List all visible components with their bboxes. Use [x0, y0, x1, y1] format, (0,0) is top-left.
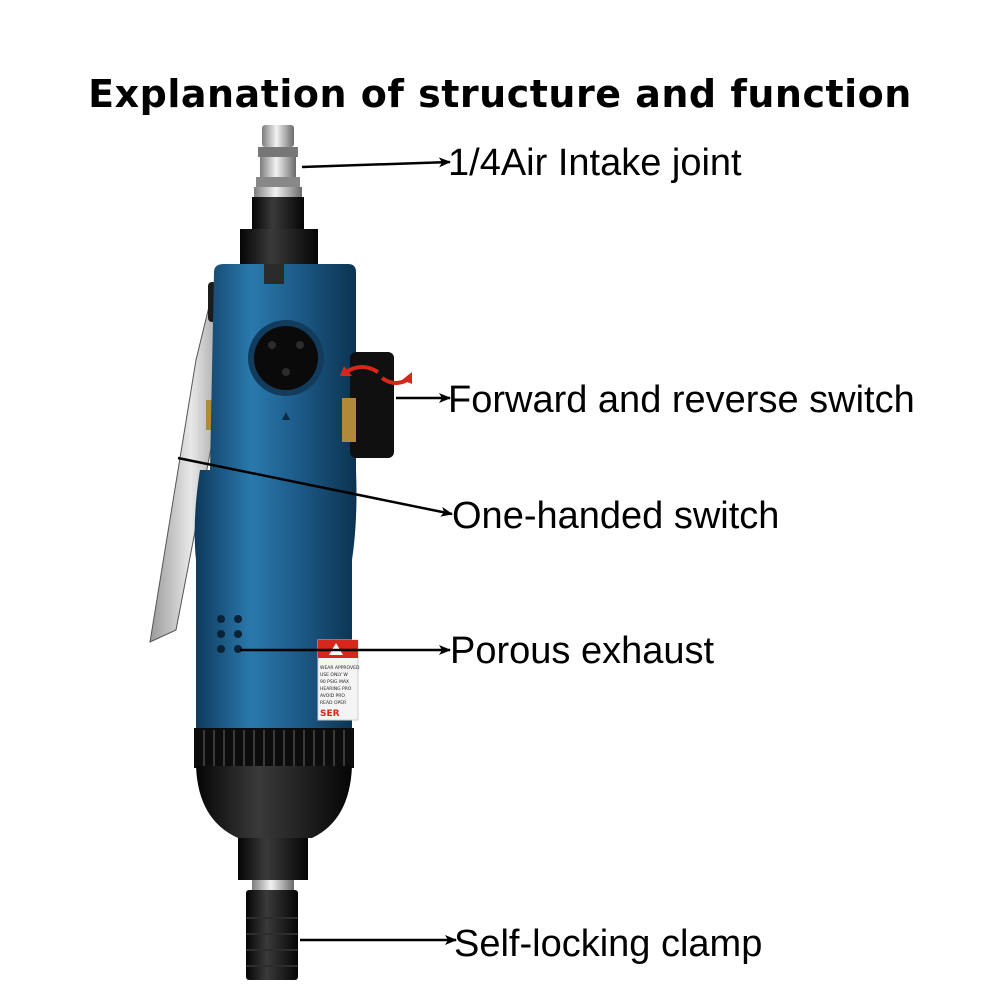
tool-body	[194, 264, 357, 730]
warning-label: WEAR APPROVED USE ONLY W 90 PSIG MAX HEA…	[317, 639, 360, 721]
label-self-locking-clamp: Self-locking clamp	[454, 923, 763, 965]
arrow-intake	[301, 157, 451, 169]
knurled-collar	[194, 728, 354, 768]
warning-line-6: READ OPER	[320, 700, 346, 706]
page-title: Explanation of structure and function	[88, 72, 912, 116]
warning-footer: SER	[320, 709, 340, 719]
label-forward-reverse-switch: Forward and reverse switch	[448, 379, 915, 421]
warning-line-2: USE ONLY W	[320, 672, 348, 678]
label-air-intake-joint: 1/4Air Intake joint	[448, 142, 742, 184]
forward-reverse-switch	[340, 352, 412, 458]
exhaust-holes	[217, 615, 242, 653]
warning-line-1: WEAR APPROVED	[320, 665, 360, 671]
label-porous-exhaust: Porous exhaust	[450, 630, 715, 672]
nose-housing	[196, 766, 352, 880]
warning-line-5: AVOID PRO	[320, 693, 345, 699]
self-locking-clamp	[246, 880, 298, 980]
warning-line-4: HEARING PRO	[320, 686, 352, 692]
air-intake-joint	[240, 125, 318, 268]
warning-line-3: 90 PSIG MAX	[320, 679, 349, 685]
arrow-one-handed-switch	[177, 456, 453, 517]
label-one-handed-switch: One-handed switch	[452, 495, 780, 537]
